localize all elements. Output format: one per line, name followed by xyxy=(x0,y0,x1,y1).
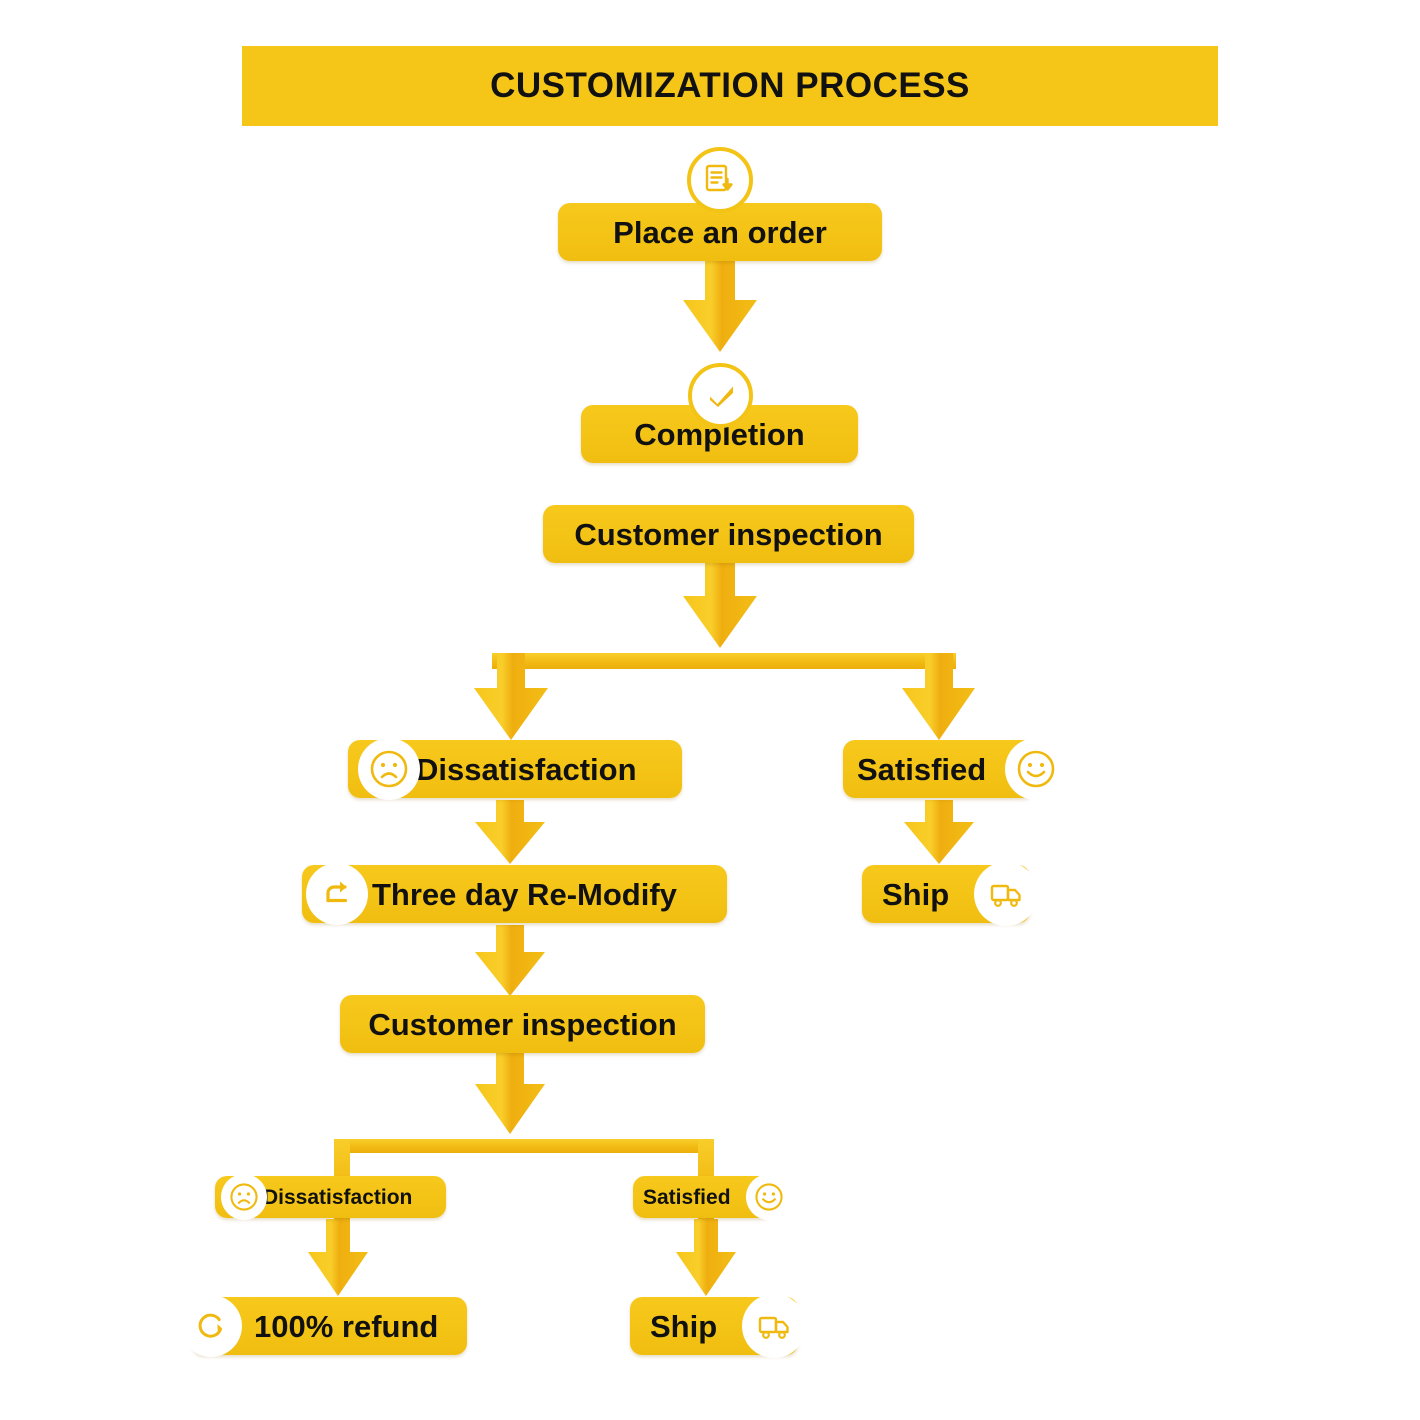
edge-dissatisfaction2-to-refund xyxy=(308,1219,368,1296)
node-three-day-re-modify-label: Three day Re-Modify xyxy=(372,876,677,912)
node-place-an-order-label: Place an order xyxy=(613,214,827,250)
document-download-icon xyxy=(687,147,753,213)
edge-inspection2-to-branch2 xyxy=(475,1051,545,1134)
delivery-truck-icon xyxy=(742,1294,806,1358)
node-customer-inspection-2[interactable]: Customer inspection xyxy=(340,995,705,1053)
happy-face-icon xyxy=(1005,738,1067,800)
node-satisfied-1-label: Satisfied xyxy=(857,751,987,787)
node-customer-inspection-1[interactable]: Customer inspection xyxy=(543,505,914,563)
edge-remodify-to-inspection2 xyxy=(475,925,545,996)
node-refund-label: 100% refund xyxy=(254,1308,439,1344)
branch-bar-1 xyxy=(474,653,975,740)
happy-face-icon xyxy=(746,1174,792,1220)
refresh-circle-icon xyxy=(180,1295,242,1357)
node-refund[interactable]: 100% refund xyxy=(180,1295,467,1357)
edge-satisfied1-to-ship1 xyxy=(904,800,974,864)
edge-inspection1-to-branch xyxy=(683,562,757,648)
node-dissatisfaction-1-label: Dissatisfaction xyxy=(416,751,637,787)
node-satisfied-1[interactable]: Satisfied xyxy=(843,738,1067,800)
sad-face-icon xyxy=(221,1174,267,1220)
node-three-day-re-modify[interactable]: Three day Re-Modify xyxy=(302,863,727,925)
delivery-truck-icon xyxy=(974,862,1038,926)
edge-order-to-completion xyxy=(683,259,757,352)
page-title: CUSTOMIZATION PROCESS xyxy=(490,66,970,105)
check-circle-icon xyxy=(688,363,753,428)
header-banner: CUSTOMIZATION PROCESS xyxy=(242,46,1218,126)
node-ship-2[interactable]: Ship xyxy=(630,1294,806,1358)
node-ship-2-label: Ship xyxy=(650,1308,718,1344)
node-dissatisfaction-2[interactable]: Dissatisfaction xyxy=(215,1174,446,1220)
edge-dissatisfaction1-to-remodify xyxy=(475,800,545,864)
node-customer-inspection-2-label: Customer inspection xyxy=(368,1006,677,1042)
node-ship-1[interactable]: Ship xyxy=(862,862,1038,926)
node-satisfied-2-label: Satisfied xyxy=(643,1185,731,1209)
node-dissatisfaction-1[interactable]: Dissatisfaction xyxy=(348,738,682,800)
sad-face-icon xyxy=(358,738,420,800)
redo-arrow-icon xyxy=(306,863,368,925)
node-dissatisfaction-2-label: Dissatisfaction xyxy=(263,1185,413,1209)
node-customer-inspection-1-label: Customer inspection xyxy=(574,516,883,552)
node-satisfied-2[interactable]: Satisfied xyxy=(633,1174,792,1220)
node-ship-1-label: Ship xyxy=(882,876,950,912)
edge-satisfied2-to-ship2 xyxy=(676,1219,736,1296)
